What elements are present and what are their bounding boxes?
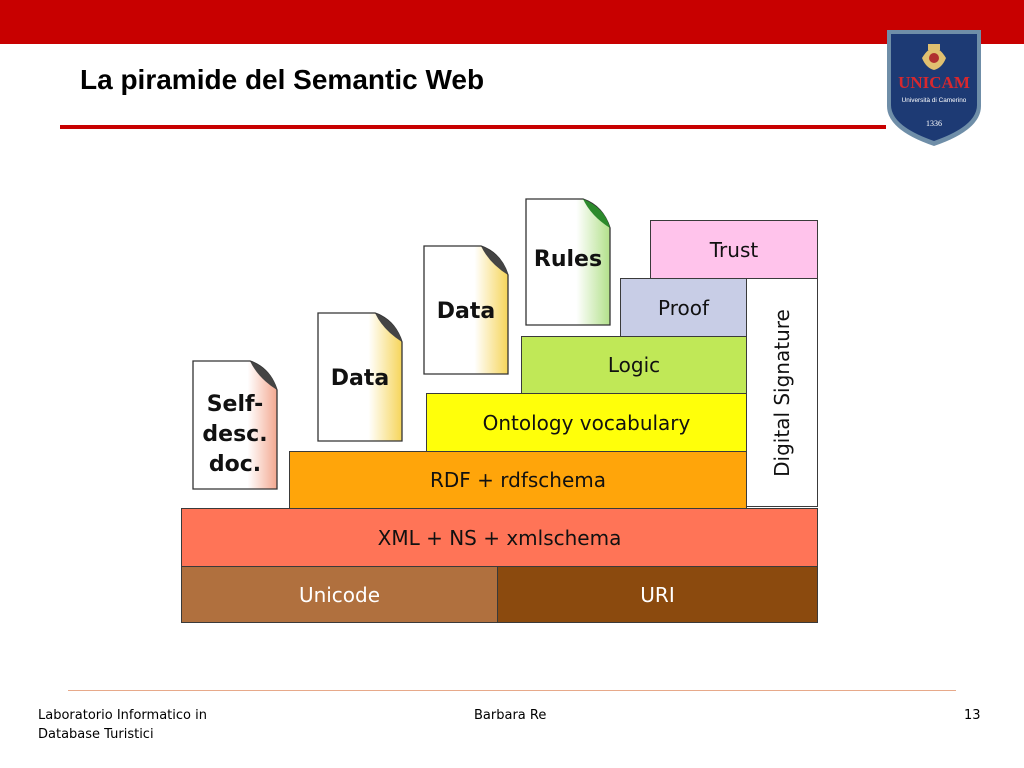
slide-title: La piramide del Semantic Web bbox=[80, 64, 485, 95]
document-icon bbox=[525, 198, 611, 326]
document-icon bbox=[192, 360, 278, 490]
layer-unicode: Unicode bbox=[181, 566, 498, 623]
document-icon bbox=[423, 245, 509, 375]
footer-course-line1: Laboratorio Informatico in bbox=[38, 708, 207, 723]
doc-label-self-line2: desc. bbox=[202, 422, 268, 447]
document-data-2: Data bbox=[423, 245, 509, 375]
top-red-bar bbox=[0, 0, 1024, 44]
logo-year: 1336 bbox=[926, 119, 942, 128]
layer-rdf: RDF + rdfschema bbox=[289, 451, 747, 509]
document-data-1: Data bbox=[317, 312, 403, 442]
layer-trust: Trust bbox=[650, 220, 818, 279]
footer-course: Laboratorio Informatico in Database Turi… bbox=[38, 706, 207, 744]
crest-icon bbox=[922, 44, 946, 70]
unicam-logo: UNICAM Università di Camerino 1336 bbox=[887, 30, 981, 146]
footer-course-line2: Database Turistici bbox=[38, 727, 154, 742]
layer-xml: XML + NS + xmlschema bbox=[181, 508, 818, 567]
doc-label-self-line1: Self- bbox=[206, 392, 264, 417]
layer-uri: URI bbox=[497, 566, 818, 623]
layer-proof: Proof bbox=[620, 278, 747, 337]
doc-label-data-2: Data bbox=[436, 299, 496, 324]
doc-label-data-1: Data bbox=[330, 366, 390, 391]
doc-label-self-line3: doc. bbox=[208, 452, 262, 477]
footer-divider bbox=[68, 690, 956, 691]
footer-author: Barbara Re bbox=[474, 708, 547, 723]
title-underline bbox=[60, 125, 886, 129]
footer-page-number: 13 bbox=[964, 708, 981, 723]
doc-label-rules: Rules bbox=[533, 247, 603, 272]
layer-logic: Logic bbox=[521, 336, 747, 394]
document-rules: Rules bbox=[525, 198, 611, 326]
document-self-described: Self- desc. doc. bbox=[192, 360, 278, 490]
digital-signature-label: Digital Signature bbox=[770, 308, 794, 477]
logo-wordmark: UNICAM bbox=[898, 73, 970, 92]
layer-ontology-vocabulary: Ontology vocabulary bbox=[426, 393, 747, 452]
document-icon bbox=[317, 312, 403, 442]
digital-signature-column: Digital Signature bbox=[746, 278, 818, 507]
logo-subtitle: Università di Camerino bbox=[902, 97, 967, 104]
